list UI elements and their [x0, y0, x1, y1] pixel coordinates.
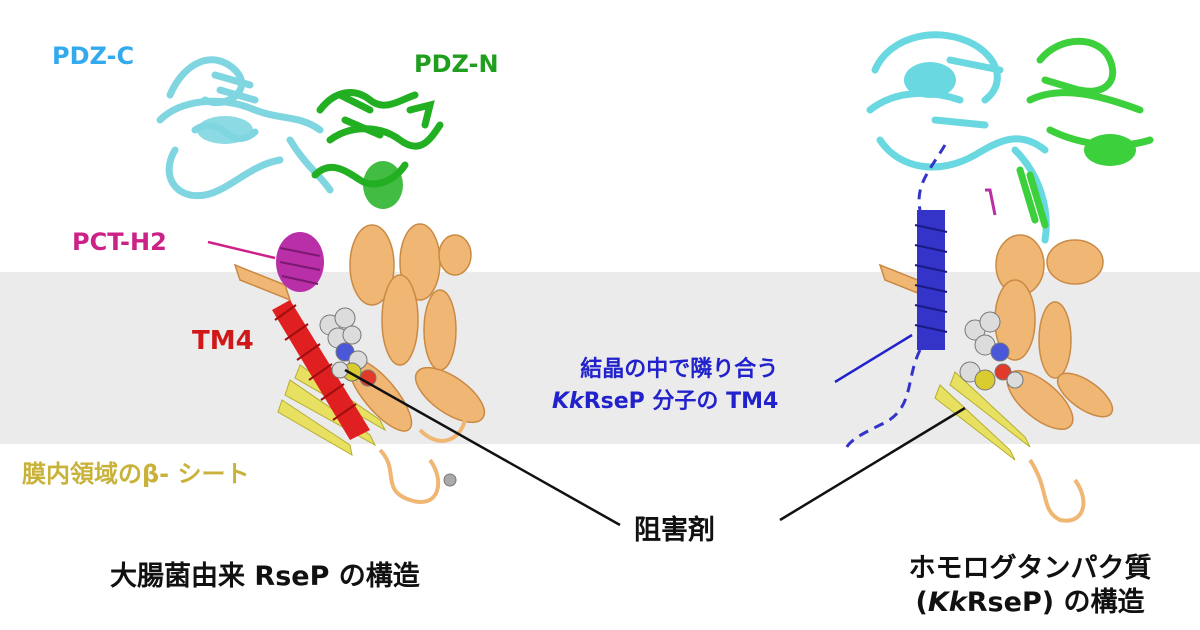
neighbor-tm4-label: 結晶の中で隣り合う KkRseP 分子の TM4 [552, 354, 778, 418]
left-pct-h2-helix [276, 232, 324, 292]
neighbor-tm4-label-italic: Kk [552, 389, 584, 414]
inhibitor-pointer-left [344, 368, 621, 527]
left-tm4-helix [272, 300, 370, 440]
right-protein-structure [843, 31, 1154, 523]
right-transmembrane-helices [878, 234, 1114, 430]
right-title-line2: (KkRseP) の構造 [870, 586, 1190, 620]
right-pdz-n-domain [1016, 37, 1154, 229]
right-structure-title: ホモログタンパク質 (KkRseP) の構造 [870, 552, 1190, 620]
right-title-line1: ホモログタンパク質 [908, 553, 1152, 584]
left-protein-structure [156, 56, 486, 504]
left-transmembrane-helices [233, 223, 486, 432]
left-loops [378, 419, 467, 504]
right-title-italic: Kk [927, 587, 967, 618]
left-structure-title: 大腸菌由来 RseP の構造 [110, 561, 420, 592]
tm4-label: TM4 [192, 326, 254, 356]
neighbor-tm4-pointer-line [834, 333, 913, 384]
right-title-open-paren: ( [915, 587, 928, 618]
inhibitor-label: 阻害剤 [634, 515, 715, 546]
beta-sheet-label: 膜内領域のβ- シート [22, 460, 250, 488]
pdz-c-label: PDZ-C [52, 42, 135, 70]
left-inhibitor-molecule [319, 307, 457, 487]
right-title-rest: RseP) の構造 [966, 587, 1145, 618]
neighbor-tm4-label-rest: RseP 分子の TM4 [583, 389, 779, 414]
left-pdz-n-domain [311, 89, 444, 209]
right-inhibitor-molecule [959, 311, 1024, 391]
pct-h2-pointer-line [207, 240, 276, 260]
pdz-n-label: PDZ-N [414, 50, 499, 78]
neighbor-tm4-label-line2: KkRseP 分子の TM4 [552, 386, 778, 418]
neighbor-tm4-label-line1: 結晶の中で隣り合う [580, 357, 779, 382]
right-beta-sheet [934, 371, 1031, 461]
pct-h2-label: PCT-H2 [72, 228, 167, 256]
inhibitor-pointer-right [779, 406, 966, 522]
right-loops [1028, 458, 1086, 523]
left-pdz-c-domain [156, 56, 334, 200]
right-neighbor-tm4-helix [843, 144, 997, 451]
right-pdz-c-domain [866, 31, 1050, 244]
